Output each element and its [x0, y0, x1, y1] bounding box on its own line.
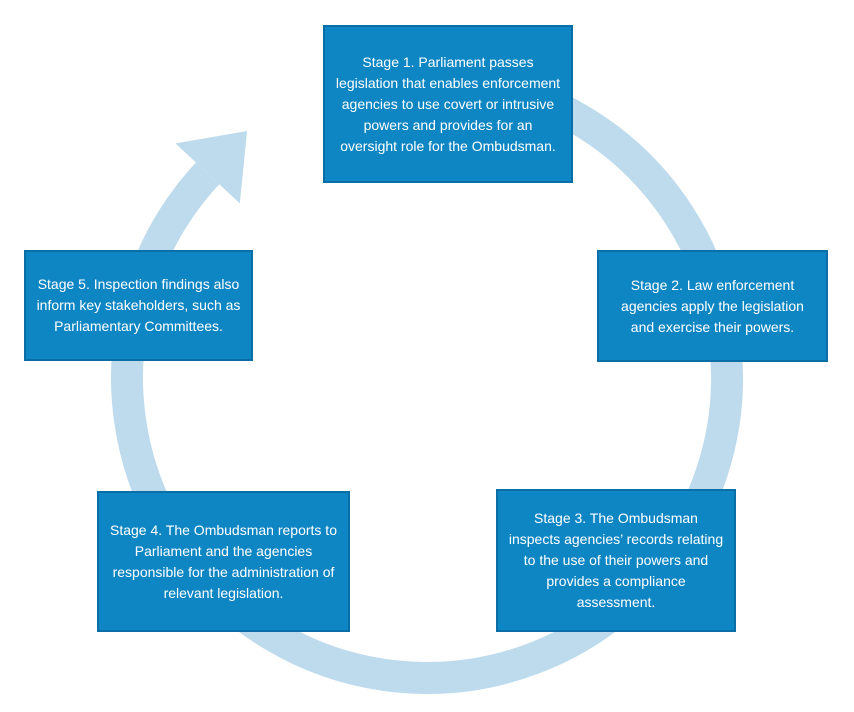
cycle-ring	[111, 63, 744, 694]
stage-4-box: Stage 4. The Ombudsman reports to Parlia…	[97, 491, 350, 632]
stage-1-box: Stage 1. Parliament passes legislation t…	[323, 25, 573, 183]
stage-4-label: Stage 4. The Ombudsman reports to Parlia…	[110, 521, 337, 601]
stage-3-box: Stage 3. The Ombudsman inspects agencies…	[496, 489, 736, 632]
cycle-arrowhead-icon	[175, 131, 248, 204]
stage-5-label: Stage 5. Inspection findings also inform…	[36, 276, 241, 334]
stage-1-label: Stage 1. Parliament passes legislation t…	[335, 53, 561, 154]
stage-2-label: Stage 2. Law enforcement agencies apply …	[621, 276, 804, 335]
stage-3-label: Stage 3. The Ombudsman inspects agencies…	[508, 510, 724, 610]
stage-5-box: Stage 5. Inspection findings also inform…	[24, 250, 253, 361]
stage-2-box: Stage 2. Law enforcement agencies apply …	[597, 250, 828, 362]
